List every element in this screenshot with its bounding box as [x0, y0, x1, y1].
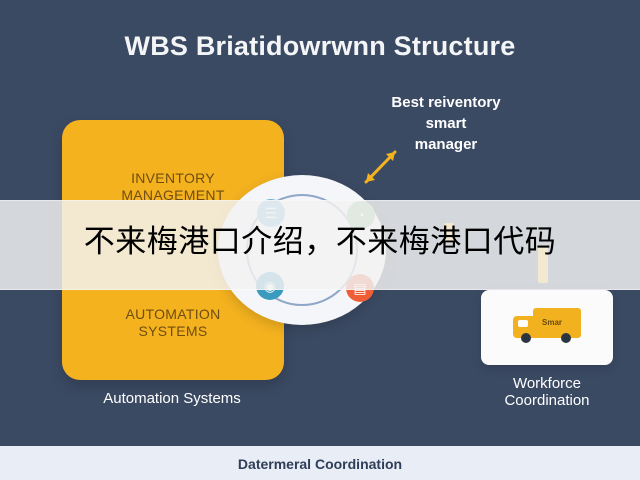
page-title: WBS Briatidowrwnn Structure — [124, 31, 516, 61]
truck-window — [518, 320, 528, 327]
workforce-card: Smar — [481, 290, 613, 365]
workforce-coordination-caption: Workforce Coordination — [481, 375, 613, 409]
truck-wheel-rear — [561, 333, 571, 343]
callout-line-2: smart — [425, 115, 467, 132]
workforce-caption-line-1: Workforce — [512, 375, 582, 392]
truck-label: Smar — [542, 318, 563, 327]
caption-overlay-text: 不来梅港口介绍，不来梅港口代码 — [83, 224, 557, 259]
footer-text: Datermeral Coordination — [237, 456, 403, 472]
truck-cargo-box — [533, 308, 581, 338]
caption-overlay — [0, 200, 640, 290]
truck-icon: Smar — [513, 308, 585, 343]
inventory-management-label: INVENTORY MANAGEMENT — [62, 170, 284, 204]
automation-label-line-2: SYSTEMS — [138, 323, 208, 339]
footer-band — [0, 446, 640, 480]
callout-note: Best reiventory smart manager — [350, 92, 542, 155]
workforce-caption-line-2: Coordination — [504, 392, 590, 409]
truck-wheel-front — [521, 333, 531, 343]
automation-systems-caption: Automation Systems — [103, 390, 241, 407]
inventory-label-line-2: MANAGEMENT — [121, 187, 225, 203]
callout-line-1: Best reiventory — [391, 94, 501, 111]
double-arrow-icon — [364, 150, 397, 184]
callout-line-3: manager — [414, 136, 478, 153]
automation-systems-label: AUTOMATION SYSTEMS — [62, 306, 284, 340]
inventory-label-line-1: INVENTORY — [131, 170, 215, 186]
automation-label-line-1: AUTOMATION — [125, 306, 221, 322]
